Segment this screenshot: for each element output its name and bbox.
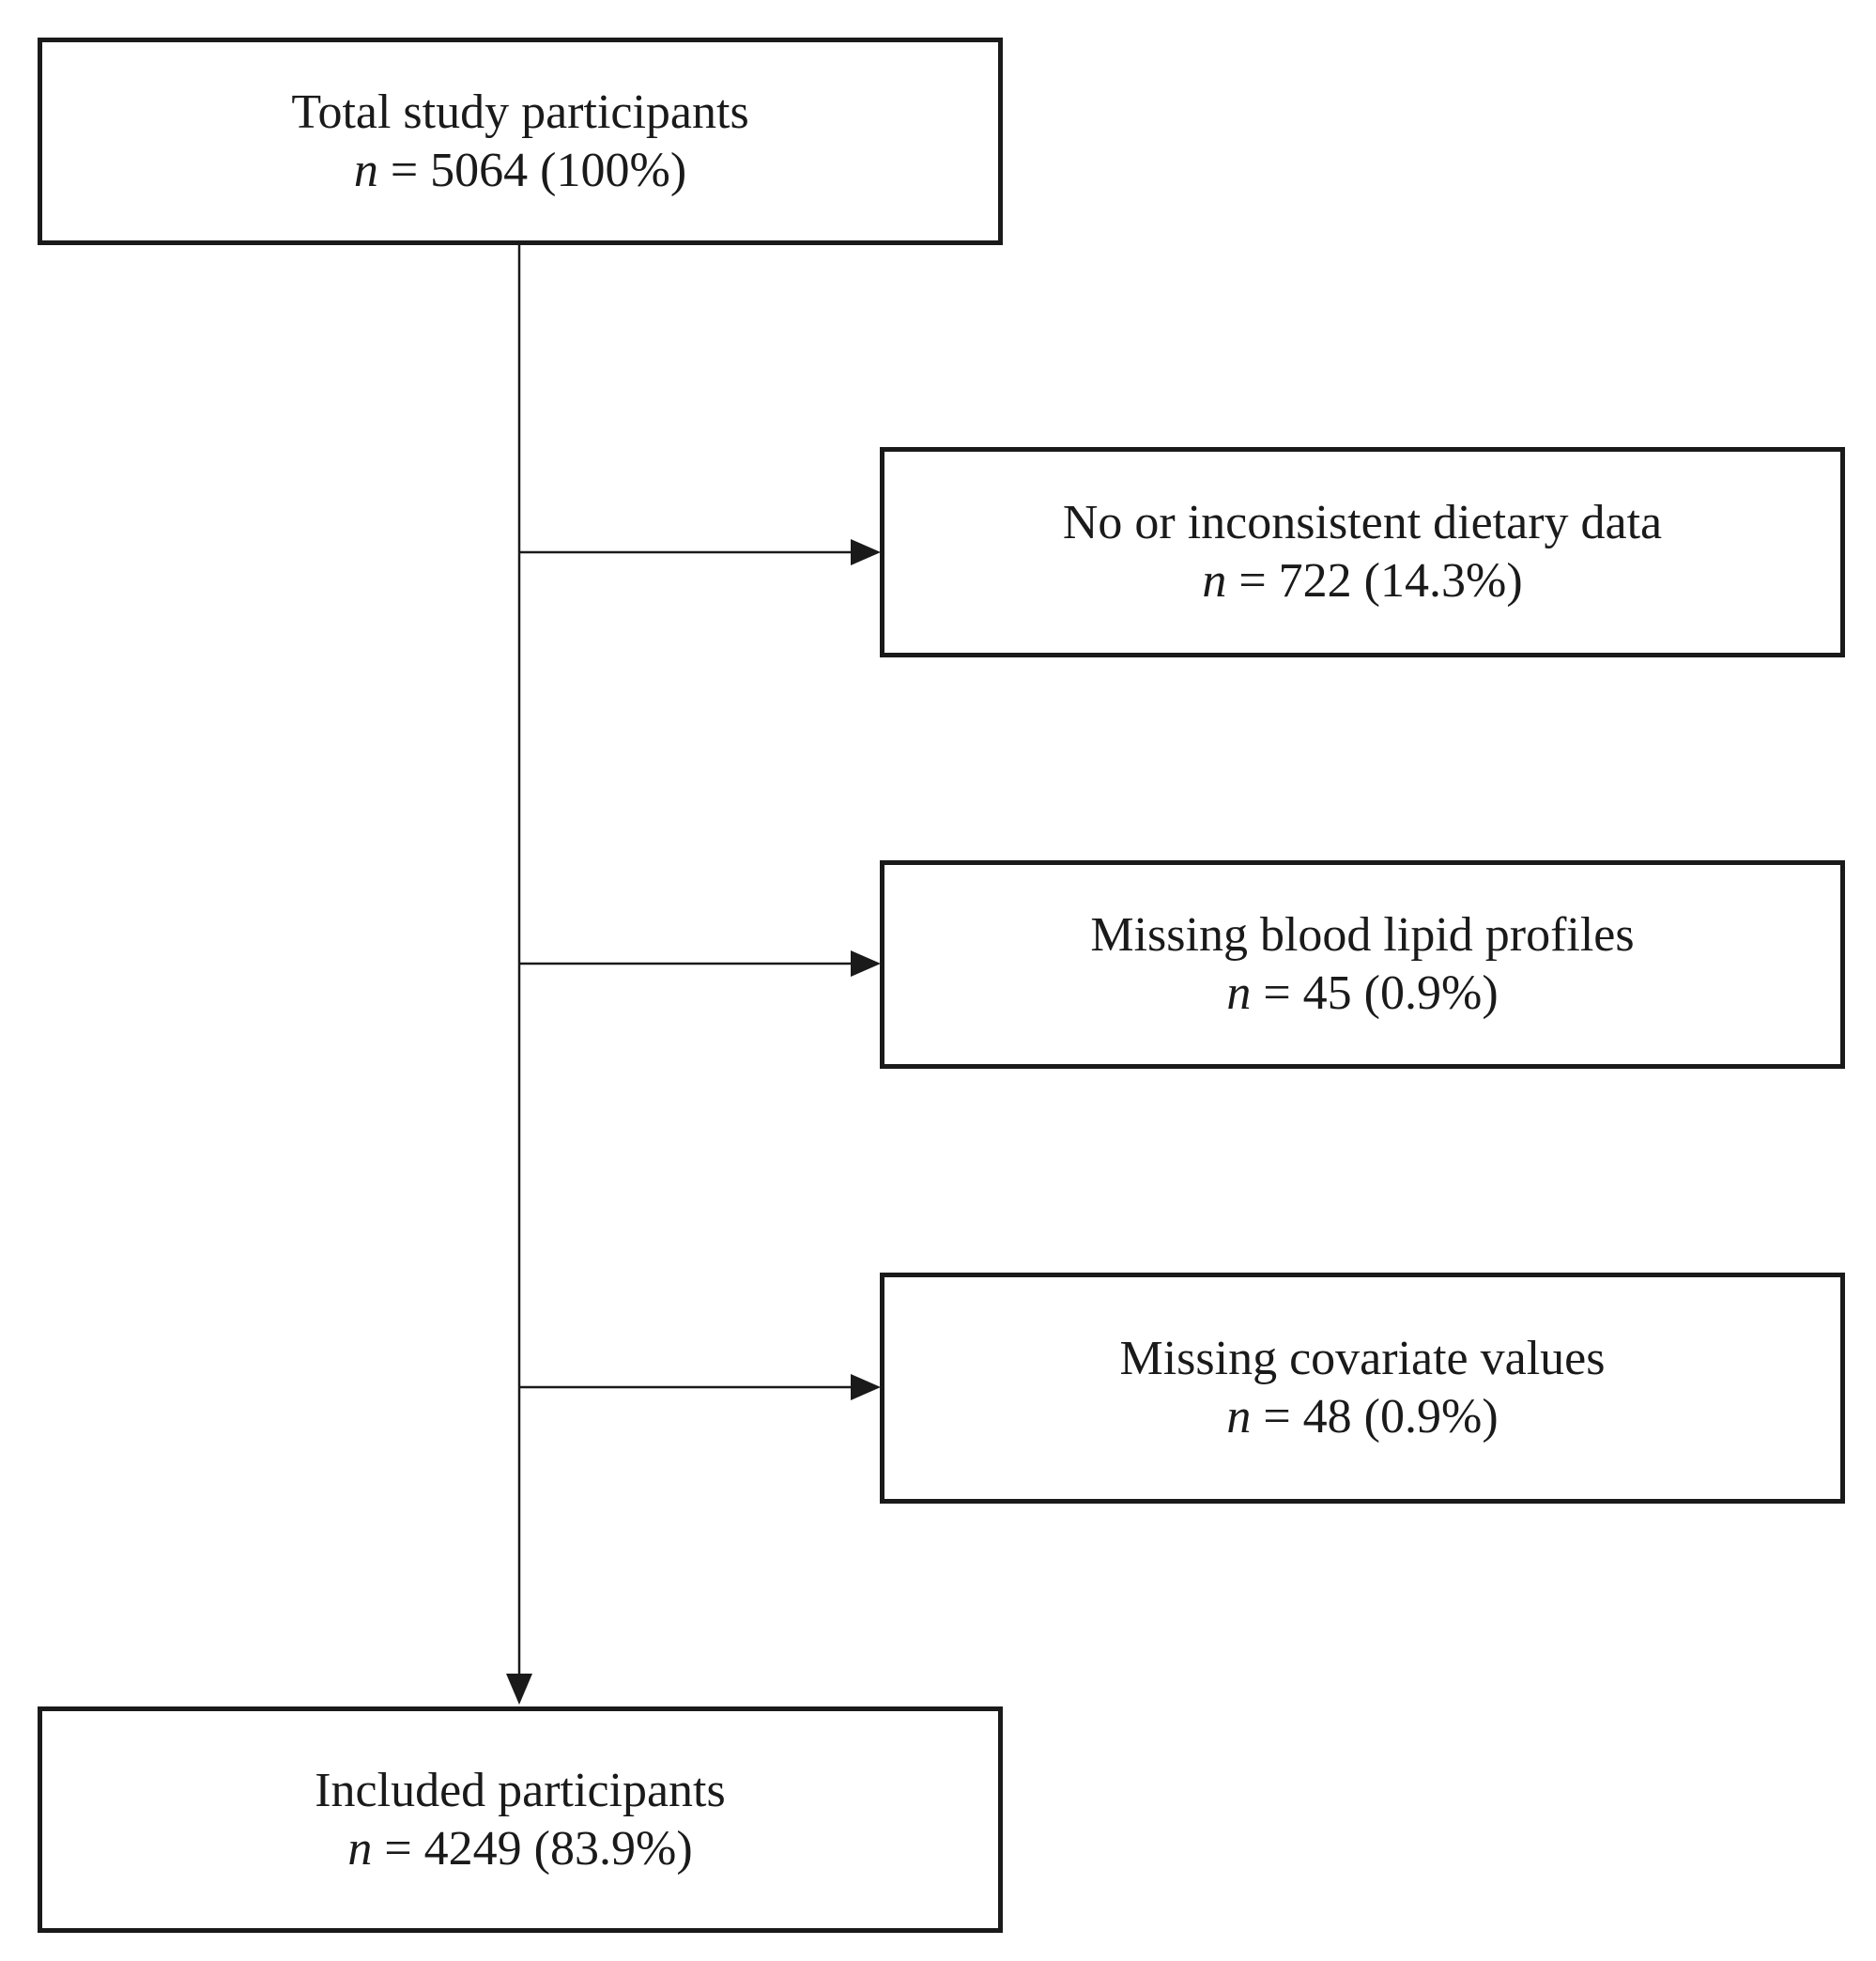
count-value: = 5064 (100%) [377, 143, 687, 197]
count-value: = 4249 (83.9%) [372, 1821, 693, 1876]
count-value: = 722 (14.3%) [1226, 554, 1523, 608]
exclusion-box-dietary: No or inconsistent dietary data n = 722 … [880, 447, 1845, 657]
start-box-label: Total study participants [291, 85, 749, 139]
start-box-count: n = 5064 (100%) [354, 142, 686, 200]
exclusion-1-arrowhead [851, 539, 881, 565]
end-box-label: Included participants [315, 1763, 726, 1817]
end-box-count: n = 4249 (83.9%) [347, 1820, 692, 1878]
main-flow-arrowhead [506, 1674, 532, 1705]
start-box: Total study participants n = 5064 (100%) [38, 38, 1003, 245]
exclusion-box-count: n = 45 (0.9%) [1226, 965, 1498, 1023]
exclusion-2-arrowhead [851, 950, 881, 977]
n-symbol: n [1226, 966, 1252, 1020]
end-box: Included participants n = 4249 (83.9%) [38, 1706, 1003, 1933]
n-symbol: n [1226, 1390, 1252, 1444]
count-value: = 48 (0.9%) [1251, 1390, 1499, 1444]
exclusion-box-count: n = 48 (0.9%) [1226, 1388, 1498, 1446]
exclusion-box-label: Missing covariate values [1119, 1332, 1606, 1385]
n-symbol: n [353, 143, 378, 197]
exclusion-box-count: n = 722 (14.3%) [1202, 552, 1522, 610]
count-value: = 45 (0.9%) [1251, 966, 1499, 1020]
exclusion-box-covariate: Missing covariate values n = 48 (0.9%) [880, 1273, 1845, 1504]
exclusion-box-label: Missing blood lipid profiles [1090, 908, 1635, 962]
exclusion-3-arrowhead [851, 1374, 881, 1400]
exclusion-box-label: No or inconsistent dietary data [1062, 496, 1663, 549]
exclusion-box-lipid: Missing blood lipid profiles n = 45 (0.9… [880, 860, 1845, 1069]
n-symbol: n [347, 1821, 373, 1876]
n-symbol: n [1202, 554, 1227, 608]
